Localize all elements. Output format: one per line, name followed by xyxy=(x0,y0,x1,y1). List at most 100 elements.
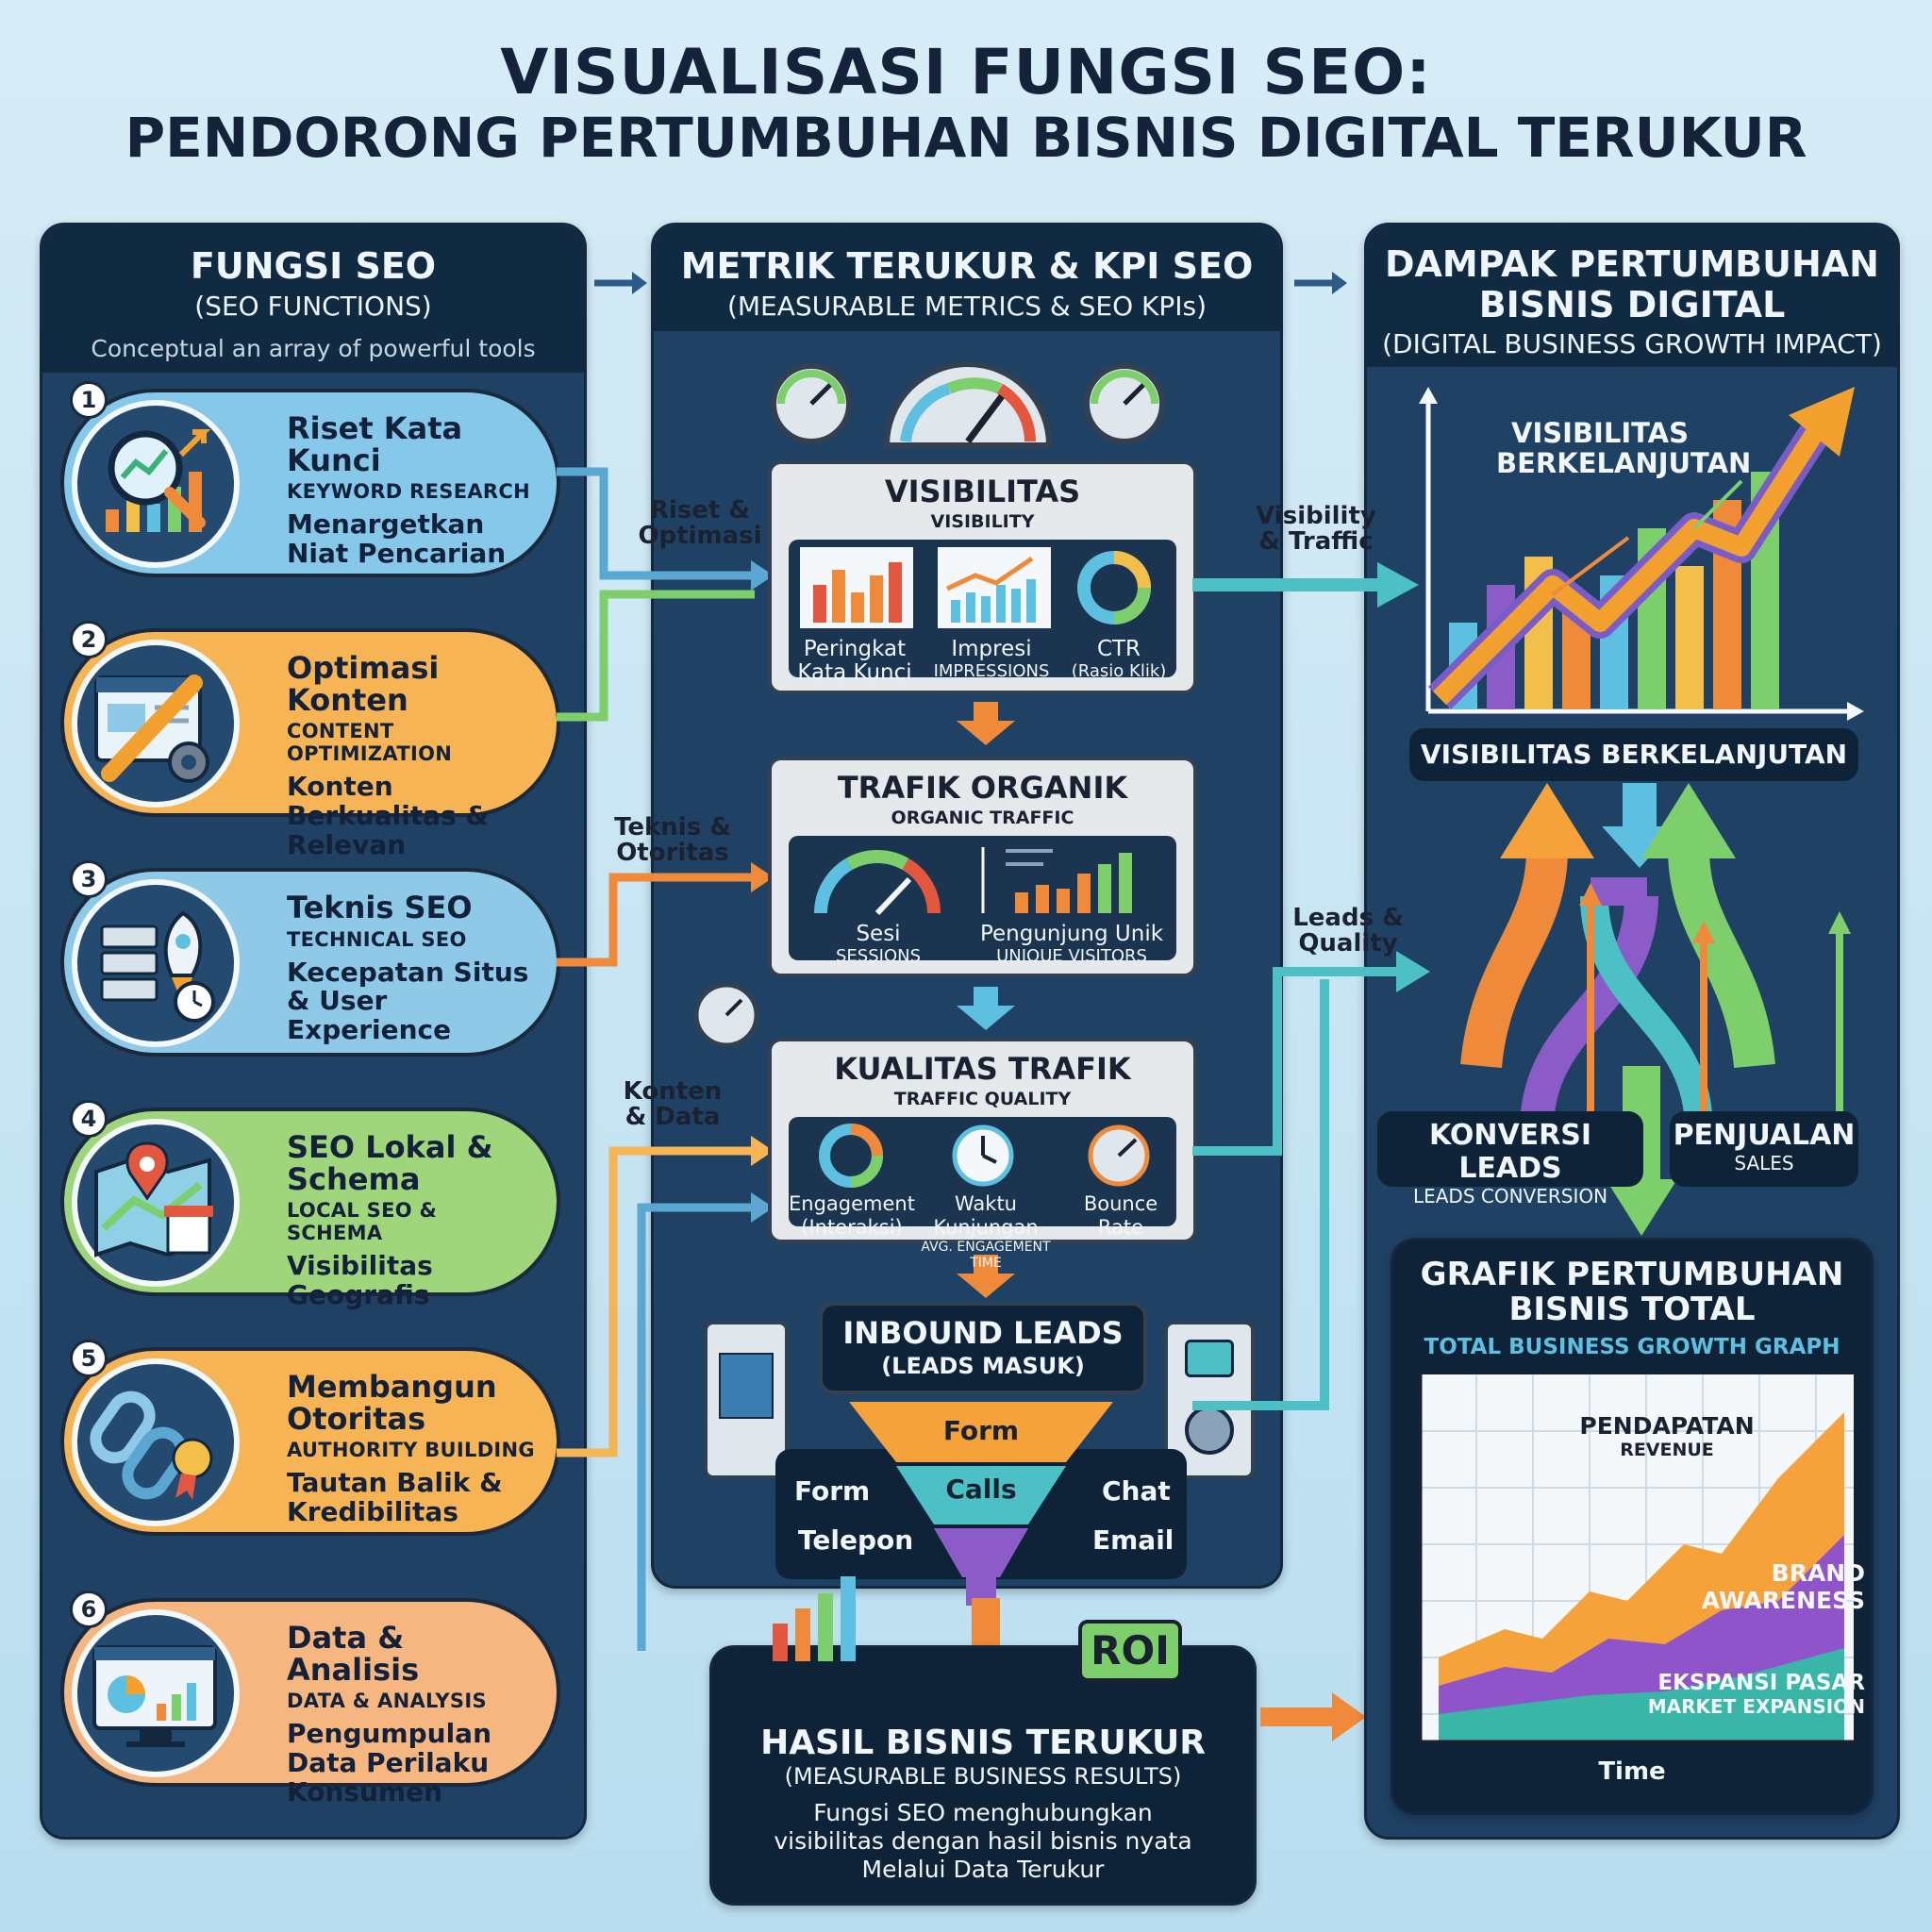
magnifier-chart-icon xyxy=(72,400,240,568)
right-panel-header: DAMPAK PERTUMBUHAN BISNIS DIGITAL (DIGIT… xyxy=(1367,225,1897,367)
metric-box-subtitle: TRAFFIC QUALITY xyxy=(893,1089,1072,1109)
item-english: CONTENT OPTIMIZATION xyxy=(287,720,453,766)
results-title: HASIL BISNIS TERUKUR xyxy=(760,1724,1206,1762)
function-item-authority-building[interactable]: 5 Membangun Otoritas AUTHORITY BUILDING … xyxy=(60,1340,560,1536)
left-panel-header: FUNGSI SEO (SEO FUNCTIONS) Conceptual an… xyxy=(42,225,584,373)
sales-title: PENJUALAN xyxy=(1673,1119,1856,1152)
leads-right-label: Email xyxy=(1092,1524,1174,1556)
title-line-2: PENDORONG PERTUMBUHAN BISNIS DIGITAL TER… xyxy=(125,105,1807,170)
leads-funnel xyxy=(849,1402,1113,1606)
right-panel-title-line-1: DAMPAK PERTUMBUHAN xyxy=(1384,243,1879,285)
server-icon xyxy=(704,1321,789,1479)
item-description: Visibilitas Geografis xyxy=(287,1250,433,1310)
metric-box-visibility[interactable]: VISIBILITAS VISIBILITY Peringkat Kata Ku… xyxy=(768,460,1197,694)
total-growth-graph: GRAFIK PERTUMBUHAN BISNIS TOTAL TOTAL BU… xyxy=(1391,1238,1874,1815)
item-english: TECHNICAL SEO xyxy=(287,927,467,951)
inbound-leads-subtitle: (LEADS MASUK) xyxy=(881,1353,1085,1379)
middle-to-right-arrows xyxy=(1192,562,1430,1410)
metric-screen: Peringkat Kata Kunci Impresi IMPRESSIONS… xyxy=(789,540,1176,685)
ctr-donut-icon xyxy=(1077,551,1151,625)
results-subtitle: (MEASURABLE BUSINESS RESULTS) xyxy=(784,1763,1182,1790)
flow-down-arrows xyxy=(957,702,1015,1298)
leads-left-label: Telepon xyxy=(798,1524,914,1556)
right-panel-subtitle: (DIGITAL BUSINESS GROWTH IMPACT) xyxy=(1382,328,1882,360)
metric-label: Waktu Kunjungan AVG. ENGAGEMENT TIME xyxy=(921,1192,1051,1272)
leads-left-label: Form xyxy=(794,1475,871,1507)
clock-icon xyxy=(952,1124,1014,1187)
sessions-gauge-icon xyxy=(813,849,941,916)
item-number: 6 xyxy=(70,1591,108,1628)
metric-label: Impresi IMPRESSIONS xyxy=(933,637,1050,682)
metric-label: Pengunjung Unik UNIQUE VISITORS xyxy=(979,922,1164,967)
conversion-leads-title: KONVERSI LEADS xyxy=(1428,1119,1592,1185)
middle-panel-header: METRIK TERUKUR & KPI SEO (MEASURABLE MET… xyxy=(654,225,1280,331)
conversion-leads-subtitle: LEADS CONVERSION xyxy=(1412,1185,1608,1208)
connector-arrows xyxy=(557,467,774,1651)
item-english: AUTHORITY BUILDING xyxy=(287,1439,535,1462)
item-title: Optimasi Konten xyxy=(287,650,440,718)
item-description: Konten Berkualitas & Relevan xyxy=(287,771,489,860)
metric-box-traffic-quality[interactable]: KUALITAS TRAFIK TRAFFIC QUALITY Engageme… xyxy=(768,1038,1197,1271)
item-title: Teknis SEO xyxy=(287,890,473,925)
visibility-growth-chart xyxy=(1419,387,1864,721)
results-description: Fungsi SEO menghubungkan visibilitas den… xyxy=(774,1799,1192,1883)
visitors-bar-icon xyxy=(981,847,1132,913)
item-number: 4 xyxy=(70,1100,108,1138)
pencil-gear-icon xyxy=(72,640,240,808)
left-panel-tagline: Conceptual an array of powerful tools xyxy=(91,334,536,362)
chart-label-visibility: VISIBILITAS BERKELANJUTAN xyxy=(1496,417,1752,479)
map-pin-store-icon xyxy=(72,1119,240,1287)
bar-chart-icon xyxy=(800,547,913,628)
roi-badge: ROI xyxy=(1078,1620,1182,1682)
chain-link-badge-icon xyxy=(72,1358,240,1526)
metric-label: CTR (Rasio Klik) xyxy=(1071,637,1167,682)
item-description: Tautan Balik & Kredibilitas xyxy=(287,1467,503,1527)
item-description: Pengumpulan Data Perilaku Konsumen xyxy=(287,1718,491,1807)
results-bars-icon xyxy=(773,1576,856,1661)
item-number: 2 xyxy=(70,621,108,658)
sales-pill: PENJUALAN SALES xyxy=(1670,1111,1858,1187)
conversion-leads-pill: KONVERSI LEADS LEADS CONVERSION xyxy=(1377,1111,1643,1208)
inbound-leads-title: INBOUND LEADS xyxy=(842,1315,1124,1351)
funnel-label-top: Form xyxy=(942,1415,1020,1446)
growth-area-chart xyxy=(1417,1371,1857,1745)
monitor-chart-icon xyxy=(72,1609,240,1777)
function-item-content-optimization[interactable]: 2 Optimasi Konten CONTENT OPTIMIZATION K… xyxy=(60,621,560,859)
function-item-keyword-research[interactable]: 1 Riset Kata Kunci KEYWORD RESEARCH Mena… xyxy=(60,381,560,577)
metric-label: Engagement (Interaksi) xyxy=(789,1192,915,1240)
function-item-data-analysis[interactable]: 6 Data & Analisis DATA & ANALYSIS Pengum… xyxy=(60,1591,560,1807)
flow-label-leads: Leads & Quality xyxy=(1292,904,1404,958)
function-item-technical-seo[interactable]: 3 Teknis SEO TECHNICAL SEO Kecepatan Sit… xyxy=(60,860,560,1057)
funnel-label-middle: Calls xyxy=(945,1474,1017,1505)
bounce-gauge-icon xyxy=(1088,1124,1150,1187)
item-title: SEO Lokal & Schema xyxy=(287,1129,493,1197)
function-item-local-seo[interactable]: 4 SEO Lokal & Schema LOCAL SEO & SCHEMA … xyxy=(60,1100,560,1309)
metric-screen: Engagement (Interaksi) Waktu Kunjungan A… xyxy=(789,1117,1176,1271)
gauge-cluster-icon xyxy=(771,361,1165,448)
layer-label-market: EKSPANSI PASAR MARKET EXPANSION xyxy=(1647,1671,1865,1718)
sales-subtitle: SALES xyxy=(1734,1152,1794,1174)
item-title: Data & Analisis xyxy=(287,1620,420,1688)
middle-panel-title: METRIK TERUKUR & KPI SEO xyxy=(680,245,1254,287)
results-box: ROI HASIL BISNIS TERUKUR (MEASURABLE BUS… xyxy=(709,1576,1257,1906)
inbound-leads-header: INBOUND LEADS (LEADS MASUK) xyxy=(819,1302,1147,1394)
metric-box-organic-traffic[interactable]: TRAFIK ORGANIK ORGANIC TRAFFIC Sesi SESS… xyxy=(768,757,1197,977)
conversion-arrows xyxy=(1460,783,1851,1236)
growth-graph-xlabel: Time xyxy=(1598,1757,1666,1786)
title-line-1: VISUALISASI FUNGSI SEO: xyxy=(500,36,1432,108)
left-panel-subtitle: (SEO FUNCTIONS) xyxy=(194,290,432,322)
item-english: KEYWORD RESEARCH xyxy=(287,480,530,504)
item-description: Kecepatan Situs & User Experience xyxy=(287,956,529,1046)
engagement-donut-icon xyxy=(819,1124,883,1188)
item-title: Riset Kata Kunci xyxy=(287,410,463,478)
server-rocket-icon xyxy=(72,879,240,1047)
growth-graph-subtitle: TOTAL BUSINESS GROWTH GRAPH xyxy=(1424,1335,1840,1359)
item-number: 5 xyxy=(70,1340,108,1377)
layer-label-revenue: PENDAPATAN REVENUE xyxy=(1579,1412,1755,1460)
metric-label: Bounce Rate xyxy=(1083,1192,1158,1240)
metric-screen: Sesi SESSIONS Pengunjung Unik UNIQUE VIS… xyxy=(789,836,1176,966)
item-english: DATA & ANALYSIS xyxy=(287,1690,487,1713)
connector-label-technical: Teknis & Otoritas xyxy=(614,813,731,868)
leads-right-label: Chat xyxy=(1102,1475,1171,1507)
left-panel-title: FUNGSI SEO xyxy=(190,245,437,287)
